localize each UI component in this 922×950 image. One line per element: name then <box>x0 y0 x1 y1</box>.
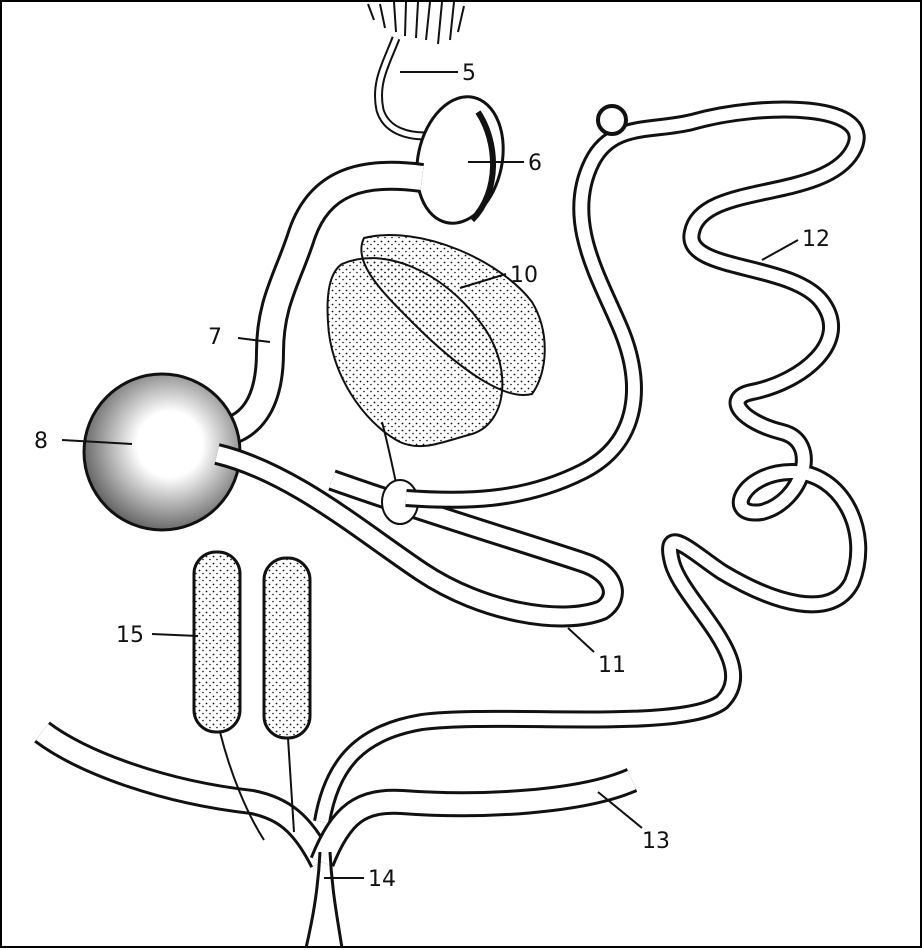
callout-11: 11 <box>598 653 626 678</box>
callout-15: 15 <box>116 623 144 648</box>
structure-12-convoluted-tubule <box>322 106 858 822</box>
callout-8: 8 <box>34 429 48 454</box>
callout-6: 6 <box>528 151 542 176</box>
leader-11 <box>568 628 594 652</box>
callout-14: 14 <box>368 867 396 892</box>
callout-7: 7 <box>208 325 222 350</box>
callout-5: 5 <box>462 61 476 86</box>
leader-15 <box>152 634 198 636</box>
structure-8-vesicle <box>84 374 240 530</box>
callout-10: 10 <box>510 263 538 288</box>
callout-12: 12 <box>802 227 830 252</box>
leader-12 <box>762 240 798 260</box>
callout-13: 13 <box>642 829 670 854</box>
structure-6-oval-body <box>406 89 515 232</box>
